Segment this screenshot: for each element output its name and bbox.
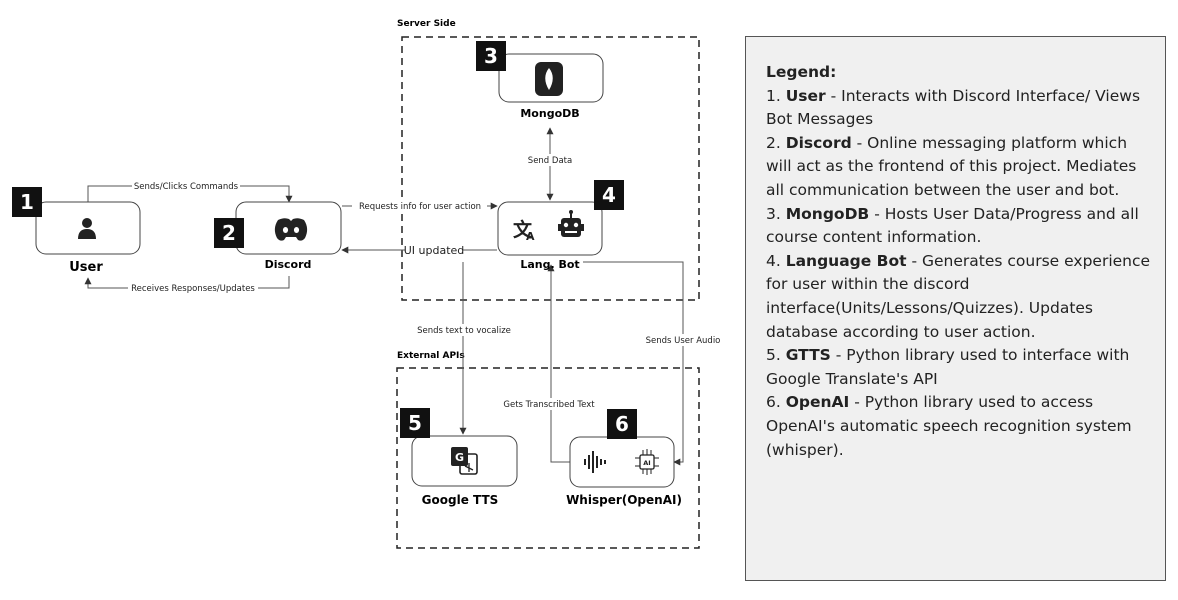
edge-label-ui-updated: UI updated	[404, 244, 465, 257]
node-label-user: User	[69, 260, 103, 275]
node-mongodb: MongoDB 3	[476, 41, 604, 120]
node-gtts: G Google TTS 5	[400, 408, 518, 507]
edge-requests: Requests info for user action	[342, 200, 498, 212]
badge-mongodb	[476, 41, 506, 71]
edge-label-requests: Requests info for user action	[359, 202, 481, 212]
architecture-diagram: Server Side External APIs Sends/Clicks C…	[12, 19, 723, 549]
svg-text:4: 4	[602, 183, 616, 207]
svg-text:AI: AI	[643, 459, 650, 467]
edge-label-receives: Receives Responses/Updates	[131, 284, 255, 294]
legend-title: Legend:	[766, 63, 837, 81]
audio-waveform-icon	[584, 451, 606, 473]
node-label-mongodb: MongoDB	[520, 107, 579, 120]
edge-receives: Receives Responses/Updates	[84, 276, 290, 294]
edge-send-data: Send Data	[522, 127, 578, 201]
svg-text:1: 1	[20, 190, 34, 214]
edge-label-sends-text: Sends text to vocalize	[417, 326, 511, 336]
legend-item-langbot: 4. Language Bot - Generates course exper…	[766, 251, 1151, 341]
edge-ui-updated: UI updated	[341, 242, 497, 257]
edge-label-send-data: Send Data	[528, 156, 572, 166]
svg-text:6: 6	[615, 412, 629, 436]
edge-label-sends-clicks: Sends/Clicks Commands	[134, 182, 239, 192]
server-side-label: Server Side	[397, 19, 456, 29]
svg-text:G: G	[455, 451, 464, 464]
robot-icon	[558, 210, 584, 237]
node-label-langbot: Lang. Bot	[520, 258, 579, 271]
edge-sends-audio: Sends User Audio	[583, 261, 723, 466]
edge-sends-clicks: Sends/Clicks Commands	[87, 180, 293, 203]
badge-whisper	[607, 409, 637, 439]
badge-discord	[214, 218, 244, 248]
node-label-whisper: Whisper(OpenAI)	[566, 493, 682, 507]
edge-gets-text: Gets Transcribed Text	[498, 264, 600, 463]
edge-label-sends-audio: Sends User Audio	[646, 336, 721, 346]
ai-chip-icon: AI	[635, 449, 659, 475]
legend-item-discord: 2. Discord - Online messaging platform w…	[766, 133, 1137, 199]
svg-text:A: A	[526, 230, 535, 243]
badge-user	[12, 187, 42, 217]
external-apis-group: External APIs	[396, 351, 700, 549]
node-discord: Discord 2	[214, 201, 342, 271]
legend-item-gtts: 5. GTTS - Python library used to interfa…	[766, 346, 1130, 388]
svg-text:3: 3	[484, 44, 498, 68]
node-label-discord: Discord	[265, 258, 312, 271]
external-apis-label: External APIs	[397, 351, 465, 361]
svg-text:文: 文	[513, 218, 533, 241]
legend-item-openai: 6. OpenAI - Python library used to acces…	[766, 393, 1132, 459]
google-translate-icon: G	[451, 447, 478, 475]
edge-label-gets-text: Gets Transcribed Text	[503, 400, 595, 410]
node-label-gtts: Google TTS	[422, 493, 499, 507]
translate-icon: 文 A	[513, 218, 535, 243]
node-user: User 1	[12, 187, 141, 275]
legend-panel: Legend: 1. User - Interacts with Discord…	[745, 36, 1166, 581]
svg-text:2: 2	[222, 221, 236, 245]
node-langbot: 文 A Lang. Bot 4	[497, 180, 624, 271]
svg-text:5: 5	[408, 411, 422, 435]
person-icon	[78, 218, 96, 239]
badge-langbot	[594, 180, 624, 210]
node-whisper: AI Whisper(OpenAI) 6	[566, 409, 682, 507]
edge-sends-text: Sends text to vocalize	[414, 262, 514, 435]
legend-item-mongodb: 3. MongoDB - Hosts User Data/Progress an…	[766, 204, 1139, 247]
database-icon	[535, 62, 563, 96]
legend-item-user: 1. User - Interacts with Discord Interfa…	[766, 86, 1141, 129]
discord-logo-icon	[274, 218, 308, 241]
badge-gtts	[400, 408, 430, 438]
